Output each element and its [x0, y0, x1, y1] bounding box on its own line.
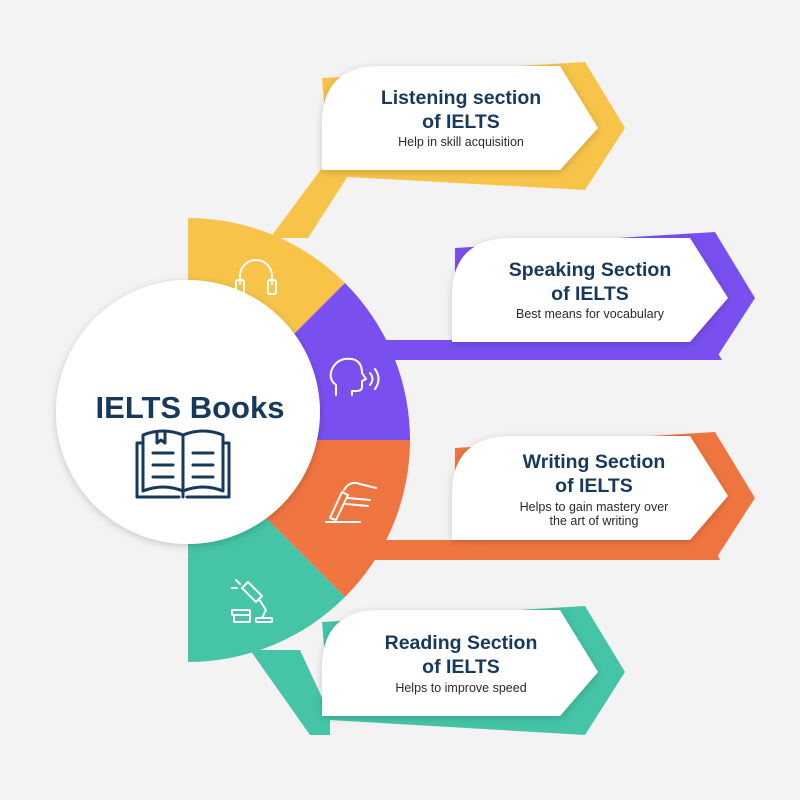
- writing-title-line2: of IELTS: [555, 475, 633, 497]
- center-title: IELTS Books: [96, 390, 285, 425]
- speaking-title-line2: of IELTS: [551, 283, 629, 305]
- open-book-icon: [135, 429, 231, 499]
- listening-connector: [270, 168, 348, 238]
- reading-card: [322, 610, 598, 716]
- reading-title-line1: Reading Section: [385, 632, 538, 654]
- writing-description-line2: the art of writing: [550, 514, 639, 528]
- reading-description: Helps to improve speed: [395, 681, 526, 695]
- speaking-title-line1: Speaking Section: [509, 259, 672, 281]
- writing-description-line1: Helps to gain mastery over: [520, 500, 669, 514]
- writing-title-line1: Writing Section: [523, 451, 666, 473]
- reading-connector: [250, 650, 330, 735]
- writing-card: [452, 436, 728, 540]
- speaking-description: Best means for vocabulary: [516, 307, 665, 321]
- listening-title-line2: of IELTS: [422, 111, 500, 133]
- speaking-head-icon: [329, 357, 380, 396]
- listening-description: Help in skill acquisition: [398, 135, 524, 149]
- center-circle: [56, 280, 320, 544]
- reading-lamp-icon: [231, 579, 273, 623]
- listening-title-line1: Listening section: [381, 87, 541, 109]
- reading-title-line2: of IELTS: [422, 656, 500, 678]
- listening-card: [322, 66, 598, 170]
- speaking-card: [452, 238, 728, 342]
- writing-hand-icon: [325, 481, 377, 523]
- reading-segment: [188, 503, 345, 662]
